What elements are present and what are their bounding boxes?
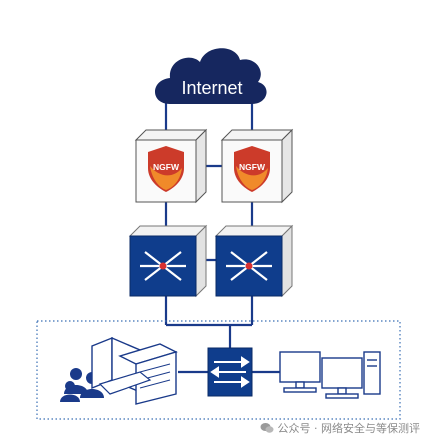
core-switch-left [128,224,208,298]
lan-zone-border [36,320,401,420]
firewall-left: NGFW [134,128,208,204]
watermark-text: 公众号 · 网络安全与等保测评 [277,422,421,435]
access-switch-icon [207,347,253,397]
core-switch-right [214,224,294,298]
internet-cloud: Internet [155,48,267,104]
watermark: 公众号 · 网络安全与等保测评 [260,419,421,437]
wechat-icon [260,423,273,433]
internet-label: Internet [181,78,242,98]
desktop-computers-icon [279,351,381,399]
firewall-right-label: NGFW [239,162,266,172]
firewall-left-label: NGFW [153,162,180,172]
firewall-right: NGFW [220,128,294,204]
users-group-icon [60,336,178,405]
